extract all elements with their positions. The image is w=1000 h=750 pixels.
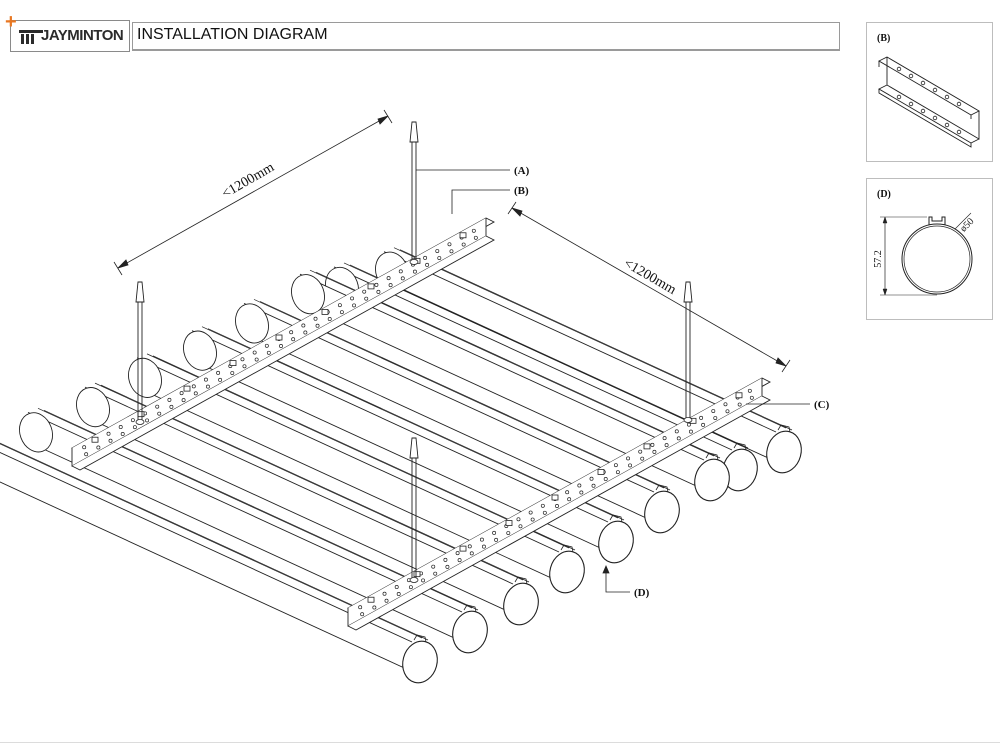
callout-a-label: (A) [514, 165, 530, 177]
callout-leaders [416, 169, 810, 593]
hanger-rod [409, 437, 419, 583]
hanger-rod [135, 281, 145, 425]
ceiling-tubes [0, 247, 802, 684]
detail-b-panel: (B) [866, 22, 993, 162]
logo-mark-icon [19, 30, 43, 44]
ceiling-tube [183, 326, 634, 564]
dimension-right: <1200mm [621, 256, 679, 298]
header: + JAYMINTON INSTALLATION DIAGRAM [5, 10, 840, 52]
hanger-rods [135, 121, 693, 583]
brand-logo: + JAYMINTON [5, 12, 130, 52]
callout-d-label: (D) [634, 587, 650, 599]
detail-d-panel: (D) 57.2 ø50 [866, 178, 993, 320]
hanger-rod [683, 281, 693, 423]
logo-plus-icon: + [5, 11, 17, 33]
callout-b-label: (B) [514, 185, 529, 197]
detail-d-label: (D) [877, 189, 891, 200]
hanger-rod [409, 121, 419, 265]
logo-text: JAYMINTON [41, 27, 124, 44]
detail-d-height-dim: 57.2 [873, 250, 884, 268]
ceiling-tube [325, 262, 758, 492]
tube-profile-illustration: 57.2 ø50 [873, 212, 976, 296]
callout-c-label: (C) [814, 399, 830, 411]
detail-b-label: (B) [877, 33, 891, 44]
title-bar: INSTALLATION DIAGRAM [132, 22, 840, 51]
carrier-rails [71, 217, 771, 631]
ceiling-tube [291, 269, 730, 502]
dimension-lines [113, 109, 791, 373]
detail-d-diameter-dim: ø50 [958, 216, 976, 234]
page-title: INSTALLATION DIAGRAM [137, 26, 328, 43]
carrier-rail [71, 217, 495, 471]
bracket-illustration [878, 56, 980, 148]
bottom-rule [0, 742, 1000, 743]
installation-diagram: <1200mm <1200mm (A) (B) (C) (D) [0, 109, 830, 684]
ceiling-tube [0, 442, 438, 684]
dimension-top: <1200mm [220, 160, 278, 202]
carrier-rail [347, 377, 771, 631]
